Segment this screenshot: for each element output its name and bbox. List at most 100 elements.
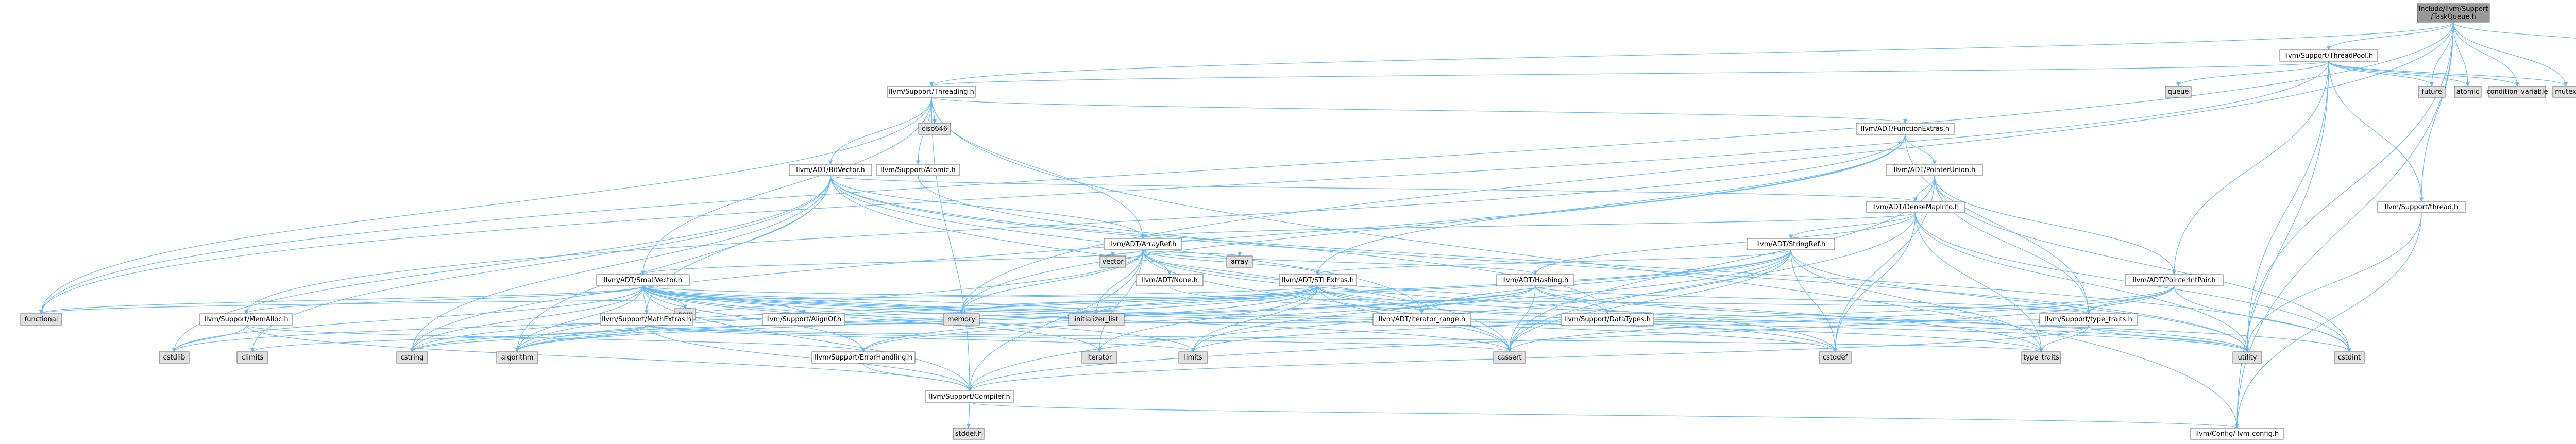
node-llvm-adt-functionextras-h[interactable]: llvm/ADT/FunctionExtras.h [1856,123,1955,135]
edge-smallvector-to-memalloc [244,285,643,314]
edge-arrayref-to-memory [959,249,1143,314]
node-climits[interactable]: climits [236,351,268,364]
node-llvm-support-threadpool-h[interactable]: llvm/Support/ThreadPool.h [2279,49,2378,62]
node-cstring[interactable]: cstring [396,351,428,364]
node-llvm-adt-stlextras-h[interactable]: llvm/ADT/STLExtras.h [1279,274,1357,286]
node-llvm-support-datatypes-h[interactable]: llvm/Support/DataTypes.h [1561,313,1654,326]
node-llvm-adt-pointerunion-h[interactable]: llvm/ADT/PointerUnion.h [1886,164,1983,176]
node-label: llvm/Support/DataTypes.h [1564,316,1651,323]
edge-threadpool-to-threading [929,61,2329,87]
node-array[interactable]: array [1226,255,1253,268]
node-cassert[interactable]: cassert [1493,351,1526,364]
node-label: llvm/Support/thread.h [2385,203,2459,211]
edge-pointerintpair-to-typetraitsllvm [2086,285,2175,314]
node-llvm-support-errorhandling-h[interactable]: llvm/Support/ErrorHandling.h [811,351,916,364]
edge-pointerintpair-to-cstdint [2174,285,2352,352]
node-ciso646[interactable]: ciso646 [918,123,951,135]
edge-mathextras-to-algorithm [515,325,647,352]
node-llvm-adt-iterator-range-h[interactable]: llvm/ADT/iterator_range.h [1372,313,1471,326]
edge-stringref-to-utility [1790,249,2250,352]
node-cstdint[interactable]: cstdint [2334,351,2365,364]
edge-threadpool-to-functional [39,61,2329,314]
node-cstddef[interactable]: cstddef [1819,351,1852,364]
node-llvm-adt-densemapinfo-h[interactable]: llvm/ADT/DenseMapInfo.h [1866,201,1965,213]
edge-typetraitsllvm-to-typetraits [2039,325,2089,352]
edge-arrayref-to-array [1142,249,1242,257]
node-llvm-support-compiler-h[interactable]: llvm/Support/Compiler.h [925,390,1014,403]
edge-bitvector-to-densemapinfo [830,175,1918,202]
node-condition-variable[interactable]: condition_variable [2486,86,2548,98]
node-label: algorithm [501,354,534,362]
node-future[interactable]: future [2418,86,2446,98]
node-llvm-support-thread-h[interactable]: llvm/Support/thread.h [2377,201,2466,213]
node-label: type_traits [2023,354,2059,362]
edge-typetraitsllvm-to-compiler [968,325,2089,391]
edge-bitvector-to-cstdint [830,175,2352,352]
edge-threading-to-functionextras [931,97,1907,124]
node-type-traits[interactable]: type_traits [2021,351,2061,364]
node-label: llvm/Support/AlignOf.h [766,316,842,323]
node-stddef-h[interactable]: stddef.h [953,428,985,440]
node-label: llvm/ADT/STLExtras.h [1282,277,1354,284]
node-initializer-list[interactable]: initializer_list [1068,313,1125,326]
node-atomic[interactable]: atomic [2454,86,2482,98]
edge-threading-to-smallvector [640,97,932,275]
node-llvm-adt-pointerintpair-h[interactable]: llvm/ADT/PointerIntPair.h [2125,274,2224,286]
node-label: functional [25,316,58,323]
node-label: utility [2238,354,2257,362]
edge-threadpool-to-condvar [2328,61,2520,87]
edge-bitvector-to-cassert [830,175,1512,352]
node-label: mutex [2555,88,2576,96]
node-llvm-support-threading-h[interactable]: llvm/Support/Threading.h [887,86,976,98]
edge-smallvector-to-iterator [642,285,1102,352]
edge-hashing-to-typetraitsllvm [1535,285,2091,314]
edge-threadpool-to-mutex [2328,61,2568,87]
edge-threading-to-functional [39,97,932,314]
edge-mathextras-to-typetraits [646,325,2043,352]
node-label: llvm/ADT/Hashing.h [1502,277,1568,284]
edge-stlextras-to-initlist [1094,285,1318,314]
edge-memalloc-to-errorhandling [246,325,866,352]
node-label: /TaskQueue.h [2431,13,2476,21]
node-algorithm[interactable]: algorithm [496,351,538,364]
node-llvm-adt-hashing-h[interactable]: llvm/ADT/Hashing.h [1496,274,1574,286]
edge-smallvector-to-typetraitsllvm [642,285,2091,314]
edge-threadpool-to-utility [2245,61,2329,352]
node-llvm-support-atomic-h[interactable]: llvm/Support/Atomic.h [876,164,960,176]
node-label: llvm/Support/Threading.h [889,88,974,96]
node-limits[interactable]: limits [1178,351,1208,364]
node-vector[interactable]: vector [1099,255,1126,268]
node-mutex[interactable]: mutex [2552,86,2576,98]
edge-densemapinfo-to-hashing [1533,212,1916,275]
node-functional[interactable]: functional [20,313,62,326]
node-llvm-support-alignof-h[interactable]: llvm/Support/AlignOf.h [762,313,845,326]
node-llvm-support-type-traits-h[interactable]: llvm/Support/type_traits.h [2039,313,2138,326]
node-llvm-adt-stringref-h[interactable]: llvm/ADT/StringRef.h [1747,238,1835,250]
node-utility[interactable]: utility [2232,351,2262,364]
edge-threadpool-to-supthread [2328,61,2424,202]
node-memory[interactable]: memory [943,313,980,326]
node-cstdlib[interactable]: cstdlib [159,351,190,364]
node-llvm-config-llvm-config-h[interactable]: llvm/Config/llvm-config.h [2190,428,2284,440]
node-label: llvm/Support/ErrorHandling.h [815,354,912,362]
node-llvm-adt-smallvector-h[interactable]: llvm/ADT/SmallVector.h [596,274,690,286]
edge-hashing-to-utility [1535,285,2250,352]
edge-arrayref-to-compiler [967,249,1143,391]
node-queue[interactable]: queue [2165,86,2192,98]
node-llvm-adt-bitvector-h[interactable]: llvm/ADT/BitVector.h [789,164,872,176]
node-llvm-support-mathextras-h[interactable]: llvm/Support/MathExtras.h [600,313,693,326]
edge-stringref-to-iterrange [1419,249,1791,314]
edge-pointerunion-to-cstdint [1934,175,2352,352]
node-iterator[interactable]: iterator [1081,351,1117,364]
edge-root-to-llvmconfig [2234,22,2454,429]
node-label: cstdint [2338,354,2361,362]
edge-pointerunion-to-typetraitsllvm [1934,175,2091,314]
edge-smallvector-to-errorhandling [642,285,866,352]
edge-arrayref-to-vector [1110,249,1143,257]
edge-smallvector-to-typetraits [642,285,2043,352]
node-include-llvm-support-taskqueue-h[interactable]: include/llvm/Support/TaskQueue.h [2417,3,2490,23]
edge-root-to-atomic [2453,22,2470,87]
node-llvm-support-memalloc-h[interactable]: llvm/Support/MemAlloc.h [199,313,293,326]
node-llvm-adt-none-h[interactable]: llvm/ADT/None.h [1136,274,1204,286]
node-llvm-adt-arrayref-h[interactable]: llvm/ADT/ArrayRef.h [1104,238,1182,250]
